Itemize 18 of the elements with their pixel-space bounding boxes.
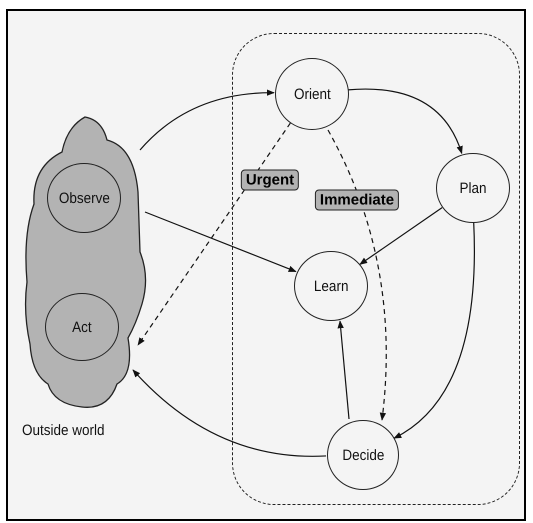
arrow bbox=[327, 130, 387, 421]
edge-label: Urgent bbox=[240, 170, 300, 190]
node-label: Learn bbox=[314, 278, 348, 294]
arrow bbox=[144, 211, 297, 272]
node-label: Orient bbox=[294, 86, 330, 102]
node-label: Plan bbox=[459, 180, 487, 196]
arrow bbox=[140, 90, 275, 150]
arrow bbox=[359, 207, 442, 265]
arrow bbox=[132, 369, 326, 457]
arrow bbox=[393, 222, 475, 439]
edge-label: Immediate bbox=[314, 190, 400, 210]
arrow bbox=[348, 88, 462, 154]
node-label: Act bbox=[72, 318, 92, 336]
arrow bbox=[138, 122, 291, 346]
cloud-label: Outside world bbox=[22, 422, 105, 439]
node-label: Observe bbox=[58, 190, 110, 206]
node-label: Decide bbox=[342, 446, 384, 464]
arrow bbox=[337, 320, 350, 420]
